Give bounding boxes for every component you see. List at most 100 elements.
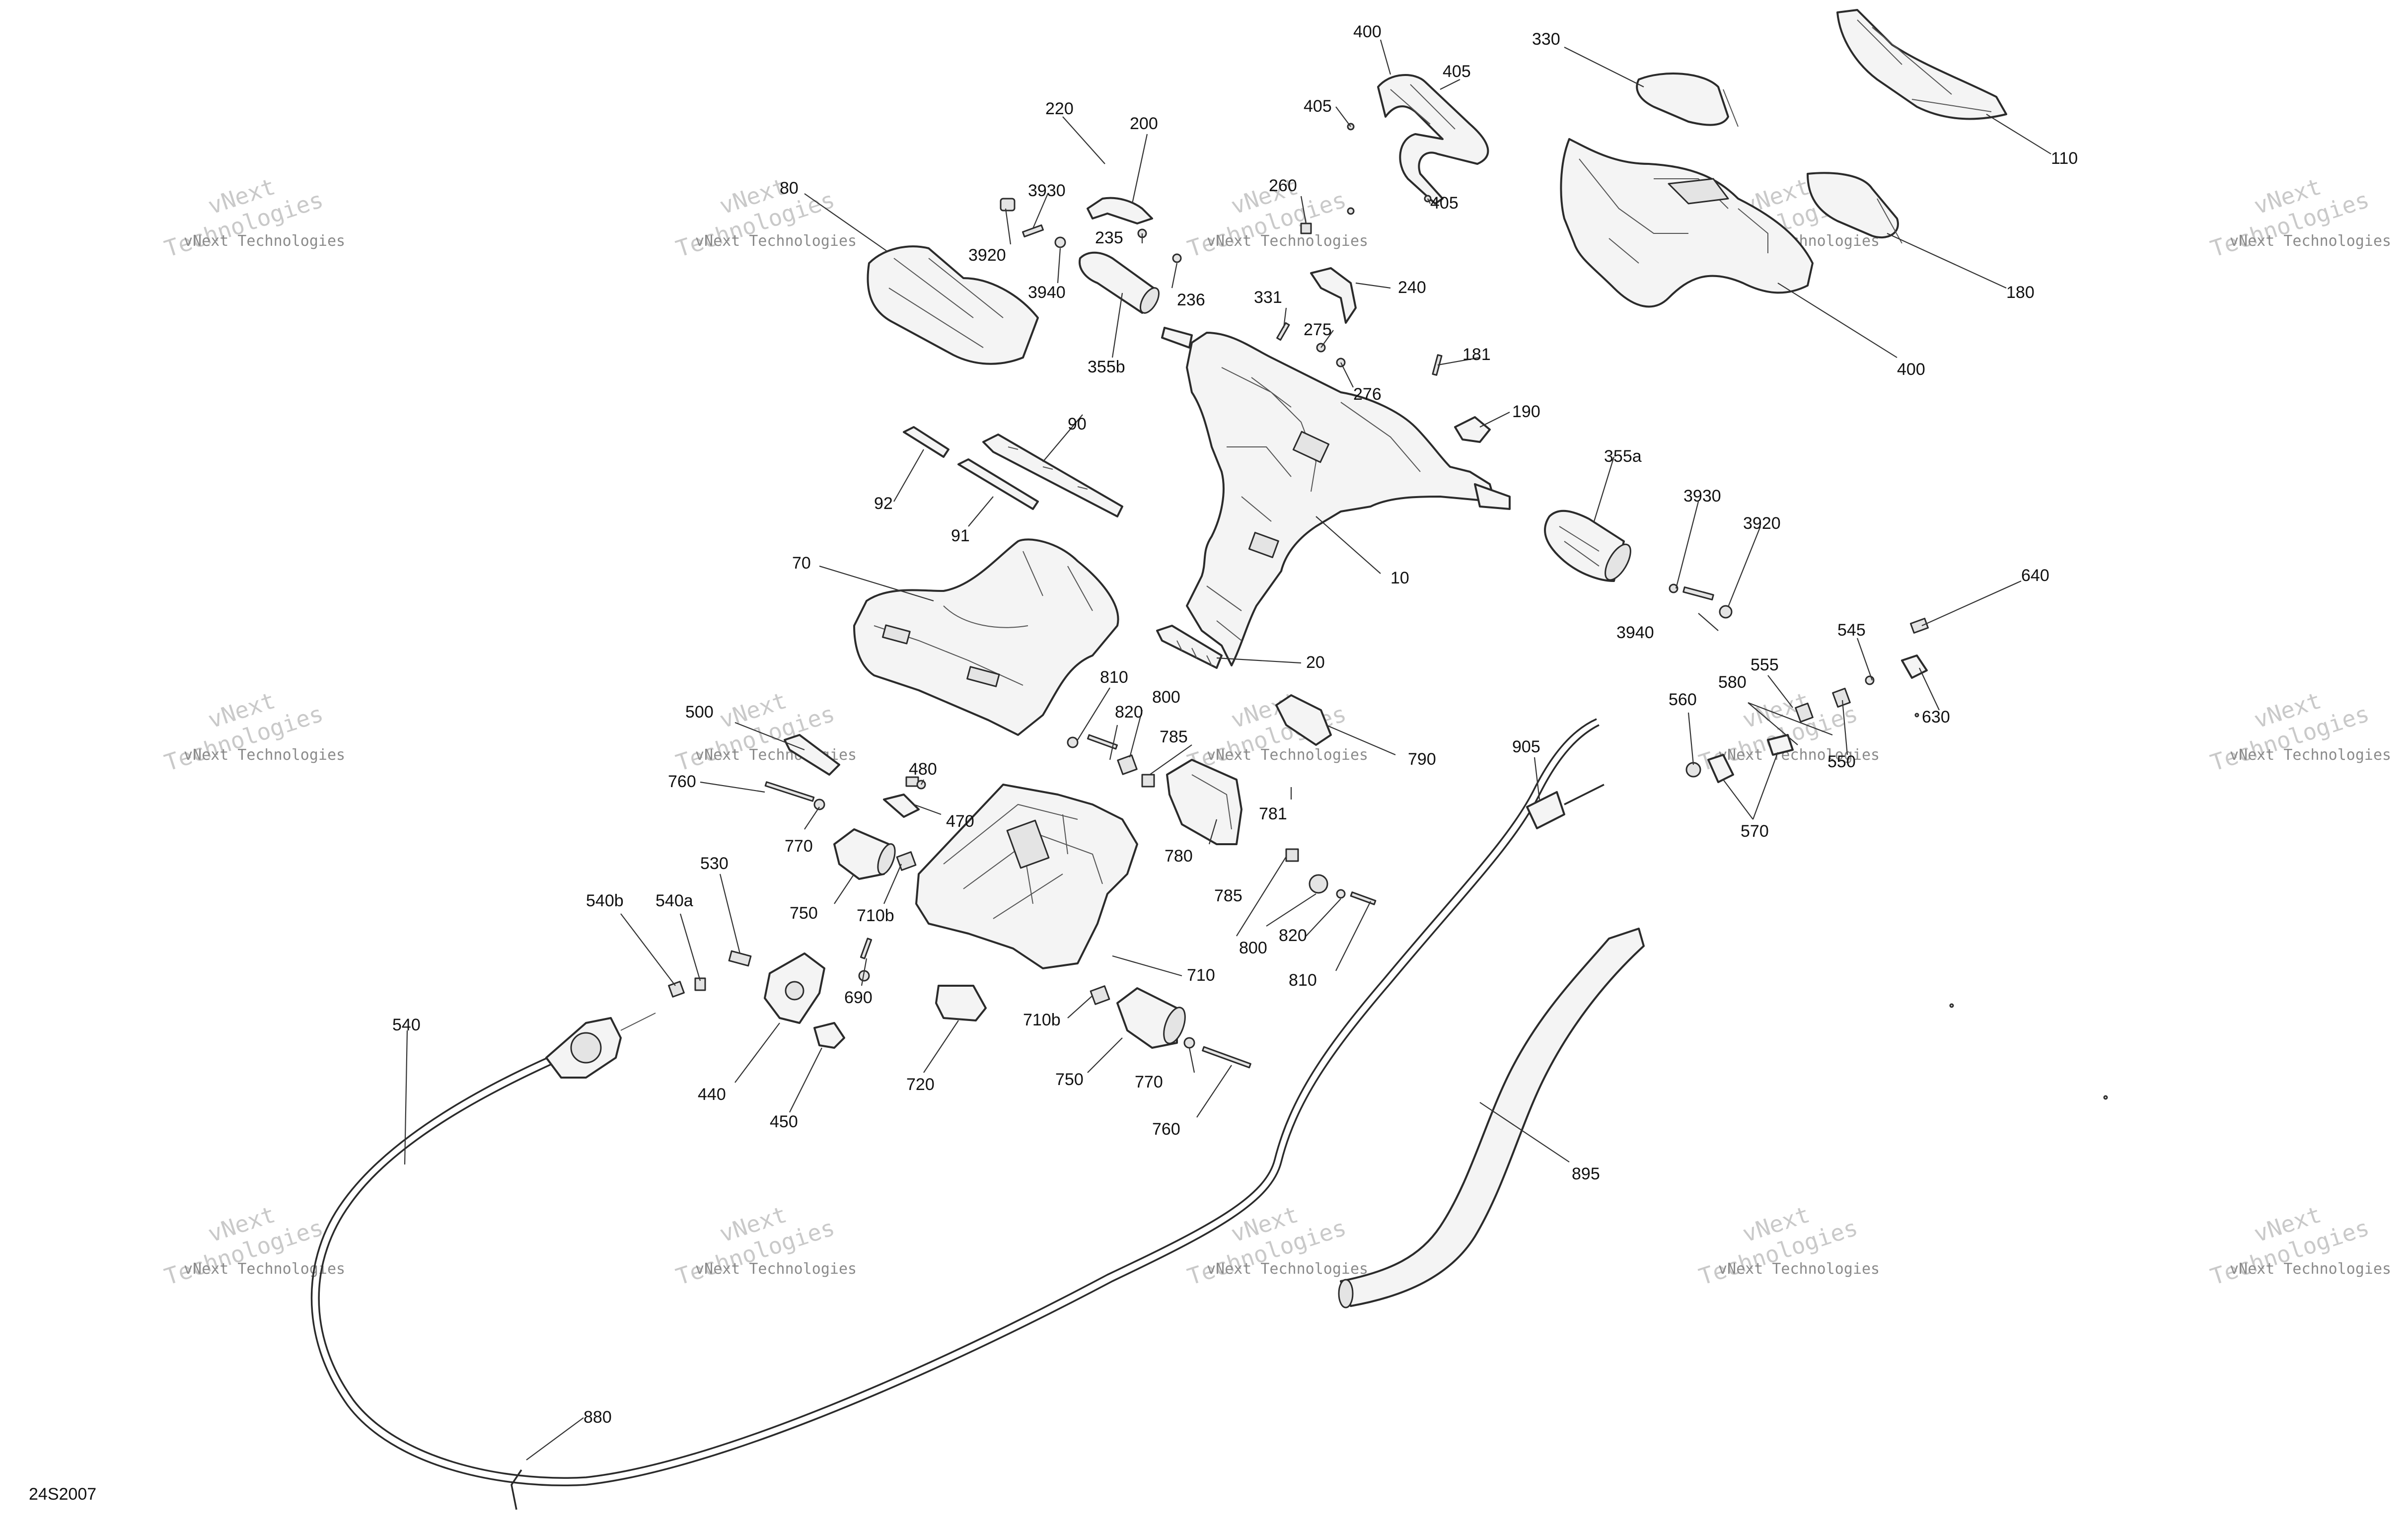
callout-640: 640 <box>2021 566 2049 585</box>
part-750-sleeve <box>1116 987 1186 1049</box>
callout-220: 220 <box>1045 99 1074 118</box>
part-400-handlebar-cover <box>1560 138 1814 308</box>
callout-810a: 810 <box>1100 668 1128 687</box>
part-570-fitting <box>1707 734 1794 783</box>
callout-3930b: 3930 <box>1683 487 1721 506</box>
part-540-cable-end <box>545 1013 656 1079</box>
callout-405a: 405 <box>1443 62 1471 81</box>
callout-820a: 820 <box>1115 703 1143 722</box>
part-470-clip <box>883 794 920 818</box>
watermark-layer: Technologies vNext vNext Technologies Te… <box>161 173 2391 1290</box>
svg-text:vNext Technologies: vNext Technologies <box>184 1260 345 1278</box>
part-240-lever <box>1310 267 1357 324</box>
svg-text:vNext Technologies: vNext Technologies <box>2230 232 2391 250</box>
svg-text:vNext Technologies: vNext Technologies <box>2230 746 2391 764</box>
callout-235: 235 <box>1095 228 1123 247</box>
hose-895 <box>1338 928 1645 1308</box>
callout-555: 555 <box>1751 655 1779 674</box>
callout-800a: 800 <box>1152 688 1180 707</box>
callout-470: 470 <box>946 812 974 831</box>
callout-790: 790 <box>1408 750 1436 769</box>
svg-text:vNext Technologies: vNext Technologies <box>1207 746 1368 764</box>
callout-540a: 540a <box>656 891 693 910</box>
svg-text:vNext Technologies: vNext Technologies <box>2230 1260 2391 1278</box>
callout-760a: 760 <box>668 772 696 791</box>
part-355a-grip <box>1544 509 1631 582</box>
part-110-panel <box>1836 9 2007 120</box>
part-90-bracket <box>982 434 1123 517</box>
callout-530: 530 <box>700 854 729 873</box>
callout-785a: 785 <box>1160 727 1188 746</box>
callout-400b: 400 <box>1897 360 1925 379</box>
watermark: Technologies vNext vNext Technologies <box>2207 1201 2391 1290</box>
callout-91: 91 <box>951 526 970 545</box>
callout-400a: 400 <box>1353 22 1382 41</box>
callout-405c: 405 <box>1430 194 1459 213</box>
cable-guide-905 <box>1526 784 1605 829</box>
part-190-clamp <box>1454 416 1491 443</box>
callout-200: 200 <box>1130 114 1158 133</box>
part-80-pad <box>867 245 1039 365</box>
callout-440: 440 <box>698 1085 726 1104</box>
callout-630: 630 <box>1922 708 1950 727</box>
part-630-connector <box>1901 654 1928 679</box>
callout-500: 500 <box>685 703 714 722</box>
part-180-cover <box>1807 172 1902 244</box>
watermark: Technologies vNext vNext Technologies <box>161 173 345 262</box>
callout-770a: 770 <box>785 837 813 856</box>
part-450-nut <box>813 1022 845 1049</box>
callout-3940b: 3940 <box>1616 623 1654 642</box>
svg-text:vNext Technologies: vNext Technologies <box>1718 1260 1880 1278</box>
callout-450: 450 <box>770 1112 798 1131</box>
callout-770b: 770 <box>1135 1073 1163 1091</box>
callout-110: 110 <box>2051 149 2078 168</box>
callout-3930a: 3930 <box>1028 181 1066 200</box>
callout-560: 560 <box>1669 690 1697 709</box>
svg-text:vNext Technologies: vNext Technologies <box>1207 1260 1368 1278</box>
callout-236: 236 <box>1177 291 1205 309</box>
callout-750a: 750 <box>790 904 818 923</box>
callout-330: 330 <box>1532 30 1560 49</box>
callout-labels: 400 405 405 405 330 110 180 400 220 200 … <box>392 22 2078 1427</box>
fasteners <box>668 123 2108 1100</box>
callout-355b: 355b <box>1088 358 1125 376</box>
callout-880: 880 <box>584 1408 612 1427</box>
callout-800b: 800 <box>1239 939 1267 957</box>
callout-540: 540 <box>392 1016 421 1034</box>
callout-276: 276 <box>1353 385 1382 404</box>
callout-710: 710 <box>1187 966 1215 985</box>
part-400-grip-frame <box>1377 74 1489 205</box>
callout-550: 550 <box>1827 752 1856 771</box>
callout-570: 570 <box>1741 822 1769 841</box>
watermark: Technologies vNext vNext Technologies <box>161 1201 345 1290</box>
callout-780: 780 <box>1165 847 1193 866</box>
diagram-code: 24S2007 <box>29 1485 96 1504</box>
svg-text:vNext Technologies: vNext Technologies <box>695 1260 857 1278</box>
svg-text:vNext Technologies: vNext Technologies <box>184 746 345 764</box>
callout-480: 480 <box>909 760 937 779</box>
watermark: Technologies vNext vNext Technologies <box>2207 687 2391 776</box>
part-91-bracket <box>957 458 1039 510</box>
part-440-sensor <box>764 952 825 1024</box>
part-750-sleeve <box>833 828 896 880</box>
callout-580: 580 <box>1718 673 1747 692</box>
watermark: Technologies vNext vNext Technologies <box>673 173 857 262</box>
part-790-trigger <box>1275 694 1332 746</box>
part-355b-grip <box>1079 251 1160 314</box>
callout-3920a: 3920 <box>968 246 1006 265</box>
part-10-steering-column <box>1161 327 1511 666</box>
callout-810b: 810 <box>1289 971 1317 990</box>
part-70-console <box>853 538 1119 736</box>
part-92-clip <box>903 426 949 458</box>
watermark: Technologies vNext vNext Technologies <box>673 1201 857 1290</box>
callout-240: 240 <box>1398 278 1426 297</box>
svg-text:vNext Technologies: vNext Technologies <box>1207 232 1368 250</box>
callout-3920b: 3920 <box>1743 514 1781 533</box>
callout-690: 690 <box>844 988 873 1007</box>
callout-785b: 785 <box>1214 886 1242 905</box>
callout-190: 190 <box>1512 402 1540 421</box>
callout-820b: 820 <box>1279 926 1307 945</box>
callout-710ba: 710b <box>857 906 894 925</box>
watermark: Technologies vNext vNext Technologies <box>1184 1201 1368 1290</box>
